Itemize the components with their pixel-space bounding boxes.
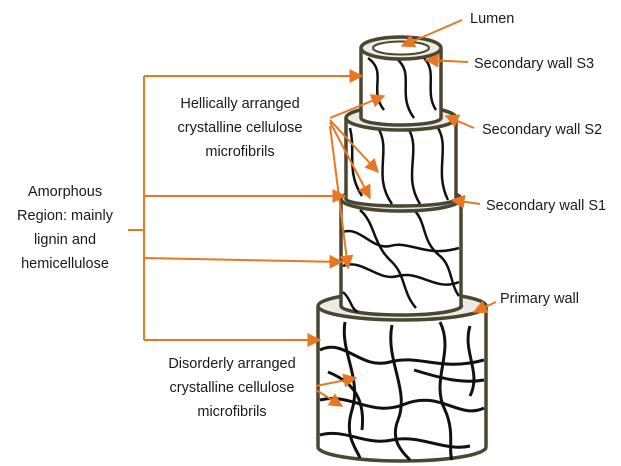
disorderly-label-line-1: Disorderly arranged	[168, 356, 295, 372]
lumen-opening	[373, 42, 429, 55]
helical-label-line-2: crystalline cellulose	[178, 120, 303, 136]
lumen-label: Lumen	[470, 11, 514, 27]
helical-label-line-1: Hellically arranged	[180, 96, 299, 112]
s3-wall-cylinder	[361, 37, 441, 125]
disorderly-label-line-3: microfibrils	[197, 404, 266, 420]
primary-wall-label: Primary wall	[500, 291, 579, 307]
amorphous-label-line-2: Region: mainly	[17, 208, 114, 224]
s3-label: Secondary wall S3	[474, 56, 594, 72]
primary-wall-cylinder	[318, 292, 486, 461]
amorphous-label-line-3: lignin and	[34, 232, 96, 248]
helical-label-line-3: microfibrils	[205, 144, 274, 160]
disorderly-label-line-2: crystalline cellulose	[170, 380, 295, 396]
s2-label: Secondary wall S2	[482, 122, 602, 138]
amorphous-label-line-1: Amorphous	[28, 184, 102, 200]
s1-label: Secondary wall S1	[486, 198, 606, 214]
amorphous-label-line-4: hemicellulose	[21, 256, 109, 272]
